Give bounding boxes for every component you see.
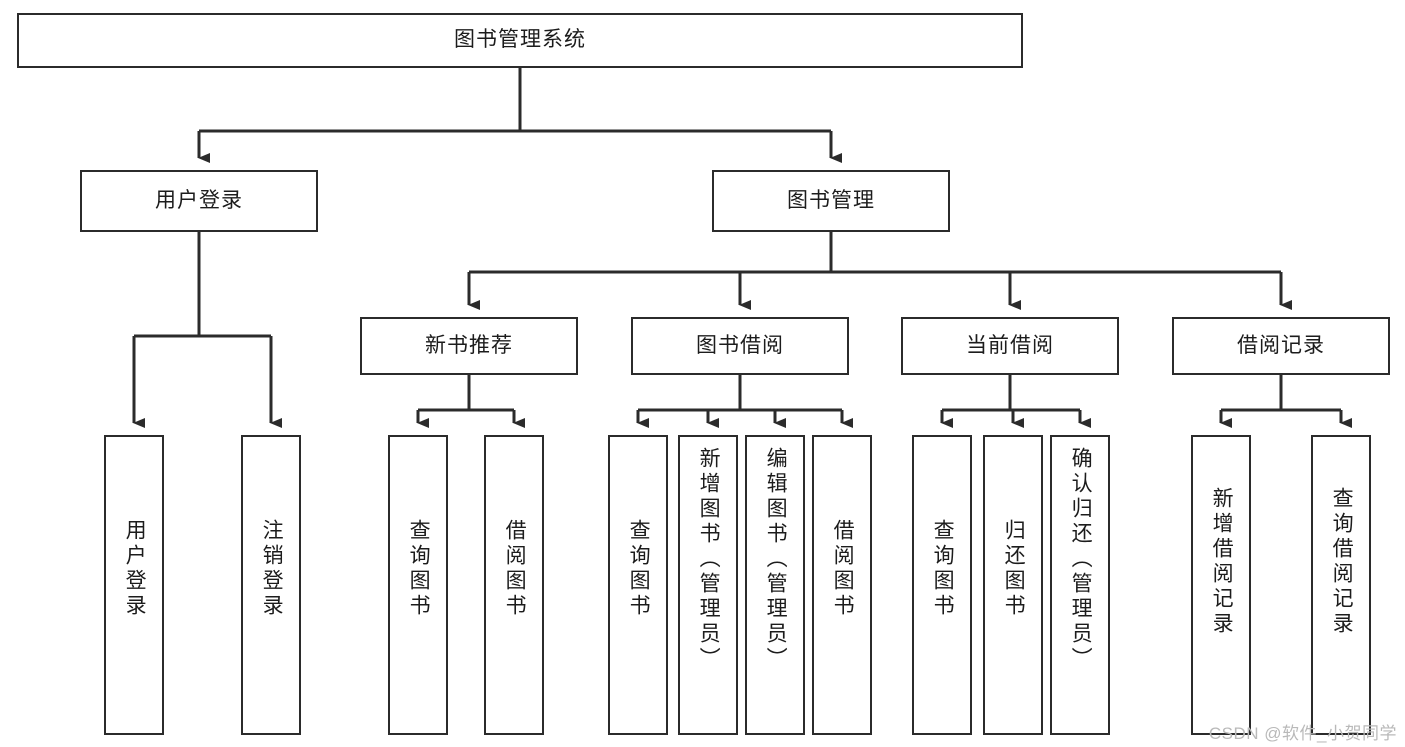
node-leaf-query-book-1-label: 查询图书 (407, 519, 431, 619)
node-book-borrow[interactable]: 图书借阅 (631, 317, 849, 375)
node-leaf-return-book[interactable]: 归还图书 (983, 435, 1043, 735)
node-root-label: 图书管理系统 (454, 28, 586, 52)
node-current-borrow[interactable]: 当前借阅 (901, 317, 1119, 375)
node-leaf-confirm-return-label: 确认归还（管理员） (1069, 447, 1093, 672)
node-new-book-recommend-label: 新书推荐 (425, 333, 513, 357)
node-leaf-query-record-label: 查询借阅记录 (1330, 487, 1354, 637)
node-leaf-query-book-2-label: 查询图书 (627, 519, 651, 619)
node-leaf-user-login[interactable]: 用户登录 (104, 435, 164, 735)
node-leaf-query-book-3-label: 查询图书 (931, 519, 955, 619)
node-leaf-return-book-label: 归还图书 (1002, 519, 1026, 619)
node-user-login[interactable]: 用户登录 (80, 170, 318, 232)
node-leaf-logout-login-label: 注销登录 (260, 519, 284, 619)
node-root[interactable]: 图书管理系统 (17, 13, 1023, 68)
node-book-manage[interactable]: 图书管理 (712, 170, 950, 232)
node-leaf-logout-login[interactable]: 注销登录 (241, 435, 301, 735)
node-leaf-query-book-1[interactable]: 查询图书 (388, 435, 448, 735)
node-new-book-recommend[interactable]: 新书推荐 (360, 317, 578, 375)
node-leaf-borrow-book-2[interactable]: 借阅图书 (812, 435, 872, 735)
node-leaf-query-book-3[interactable]: 查询图书 (912, 435, 972, 735)
node-leaf-user-login-label: 用户登录 (123, 519, 147, 619)
node-leaf-edit-book-label: 编辑图书（管理员） (764, 447, 788, 672)
node-borrow-record[interactable]: 借阅记录 (1172, 317, 1390, 375)
node-leaf-add-book-label: 新增图书（管理员） (697, 447, 721, 672)
node-book-manage-label: 图书管理 (787, 188, 875, 212)
node-leaf-query-record[interactable]: 查询借阅记录 (1311, 435, 1371, 735)
node-user-login-label: 用户登录 (155, 188, 243, 212)
node-leaf-confirm-return[interactable]: 确认归还（管理员） (1050, 435, 1110, 735)
node-leaf-edit-book[interactable]: 编辑图书（管理员） (745, 435, 805, 735)
node-leaf-add-book[interactable]: 新增图书（管理员） (678, 435, 738, 735)
node-current-borrow-label: 当前借阅 (966, 333, 1054, 357)
node-borrow-record-label: 借阅记录 (1237, 333, 1325, 357)
node-leaf-borrow-book-2-label: 借阅图书 (831, 519, 855, 619)
node-leaf-add-record-label: 新增借阅记录 (1210, 487, 1234, 637)
node-book-borrow-label: 图书借阅 (696, 333, 784, 357)
node-leaf-borrow-book-1[interactable]: 借阅图书 (484, 435, 544, 735)
node-leaf-borrow-book-1-label: 借阅图书 (503, 519, 527, 619)
node-leaf-query-book-2[interactable]: 查询图书 (608, 435, 668, 735)
node-leaf-add-record[interactable]: 新增借阅记录 (1191, 435, 1251, 735)
